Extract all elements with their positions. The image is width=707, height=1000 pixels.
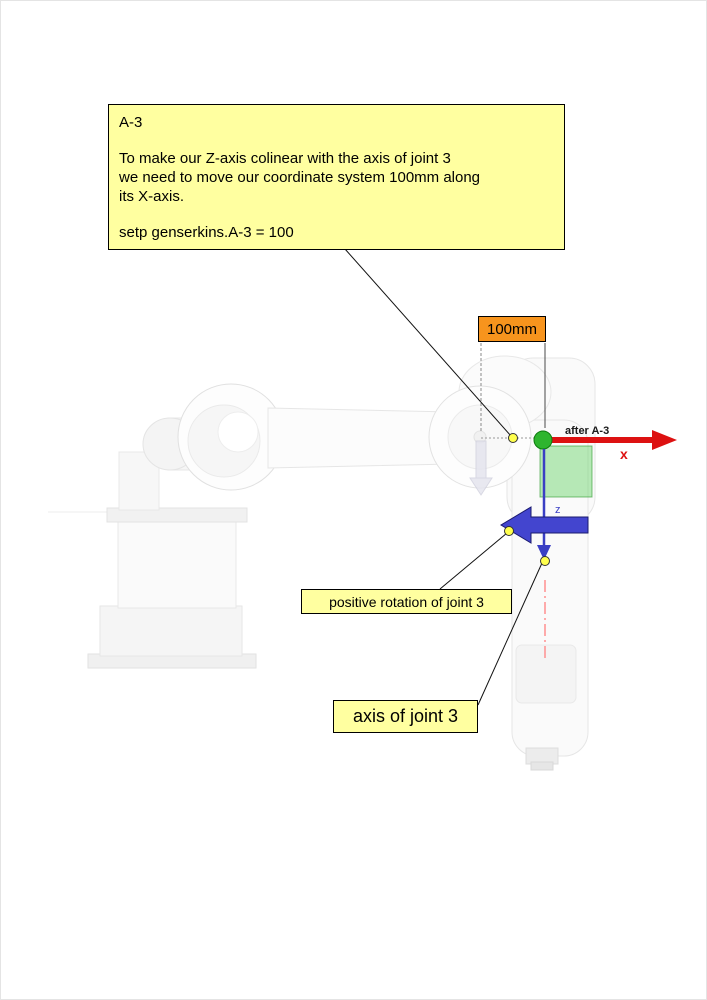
z-axis-label: z bbox=[555, 504, 561, 516]
distance-label: 100mm bbox=[478, 316, 546, 342]
axis-of-joint-label: axis of joint 3 bbox=[333, 700, 478, 733]
note-title: A-3 bbox=[119, 114, 143, 131]
note-spacer bbox=[119, 132, 554, 149]
distance-extension-lines bbox=[480, 343, 546, 433]
note-line-1: To make our Z-axis colinear with the axi… bbox=[119, 150, 451, 167]
x-axis-label: x bbox=[620, 446, 628, 462]
axis-marker-dot bbox=[540, 556, 550, 566]
positive-rotation-label: positive rotation of joint 3 bbox=[301, 589, 512, 614]
rotation-arrow-icon bbox=[500, 506, 589, 544]
x-axis-arrow-icon bbox=[548, 430, 677, 450]
leader-lines bbox=[344, 248, 543, 706]
robot-arm-render bbox=[48, 355, 596, 771]
origin-marker-dot bbox=[508, 433, 518, 443]
ghost-z-arrow-icon bbox=[469, 440, 493, 496]
note-line-3: its X-axis. bbox=[119, 188, 185, 205]
note-line-2: we need to move our coordinate system 10… bbox=[119, 169, 481, 186]
after-a3-label: after A-3 bbox=[565, 425, 610, 437]
annotation-note: A-3 To make our Z-axis colinear with the… bbox=[108, 104, 565, 250]
marker-dots bbox=[504, 433, 550, 566]
origin-sphere-icon bbox=[533, 430, 553, 450]
green-coordinate-block bbox=[539, 445, 593, 498]
note-command: setp genserkins.A-3 = 100 bbox=[119, 224, 294, 241]
rotation-marker-dot bbox=[504, 526, 514, 536]
note-spacer bbox=[119, 206, 554, 223]
